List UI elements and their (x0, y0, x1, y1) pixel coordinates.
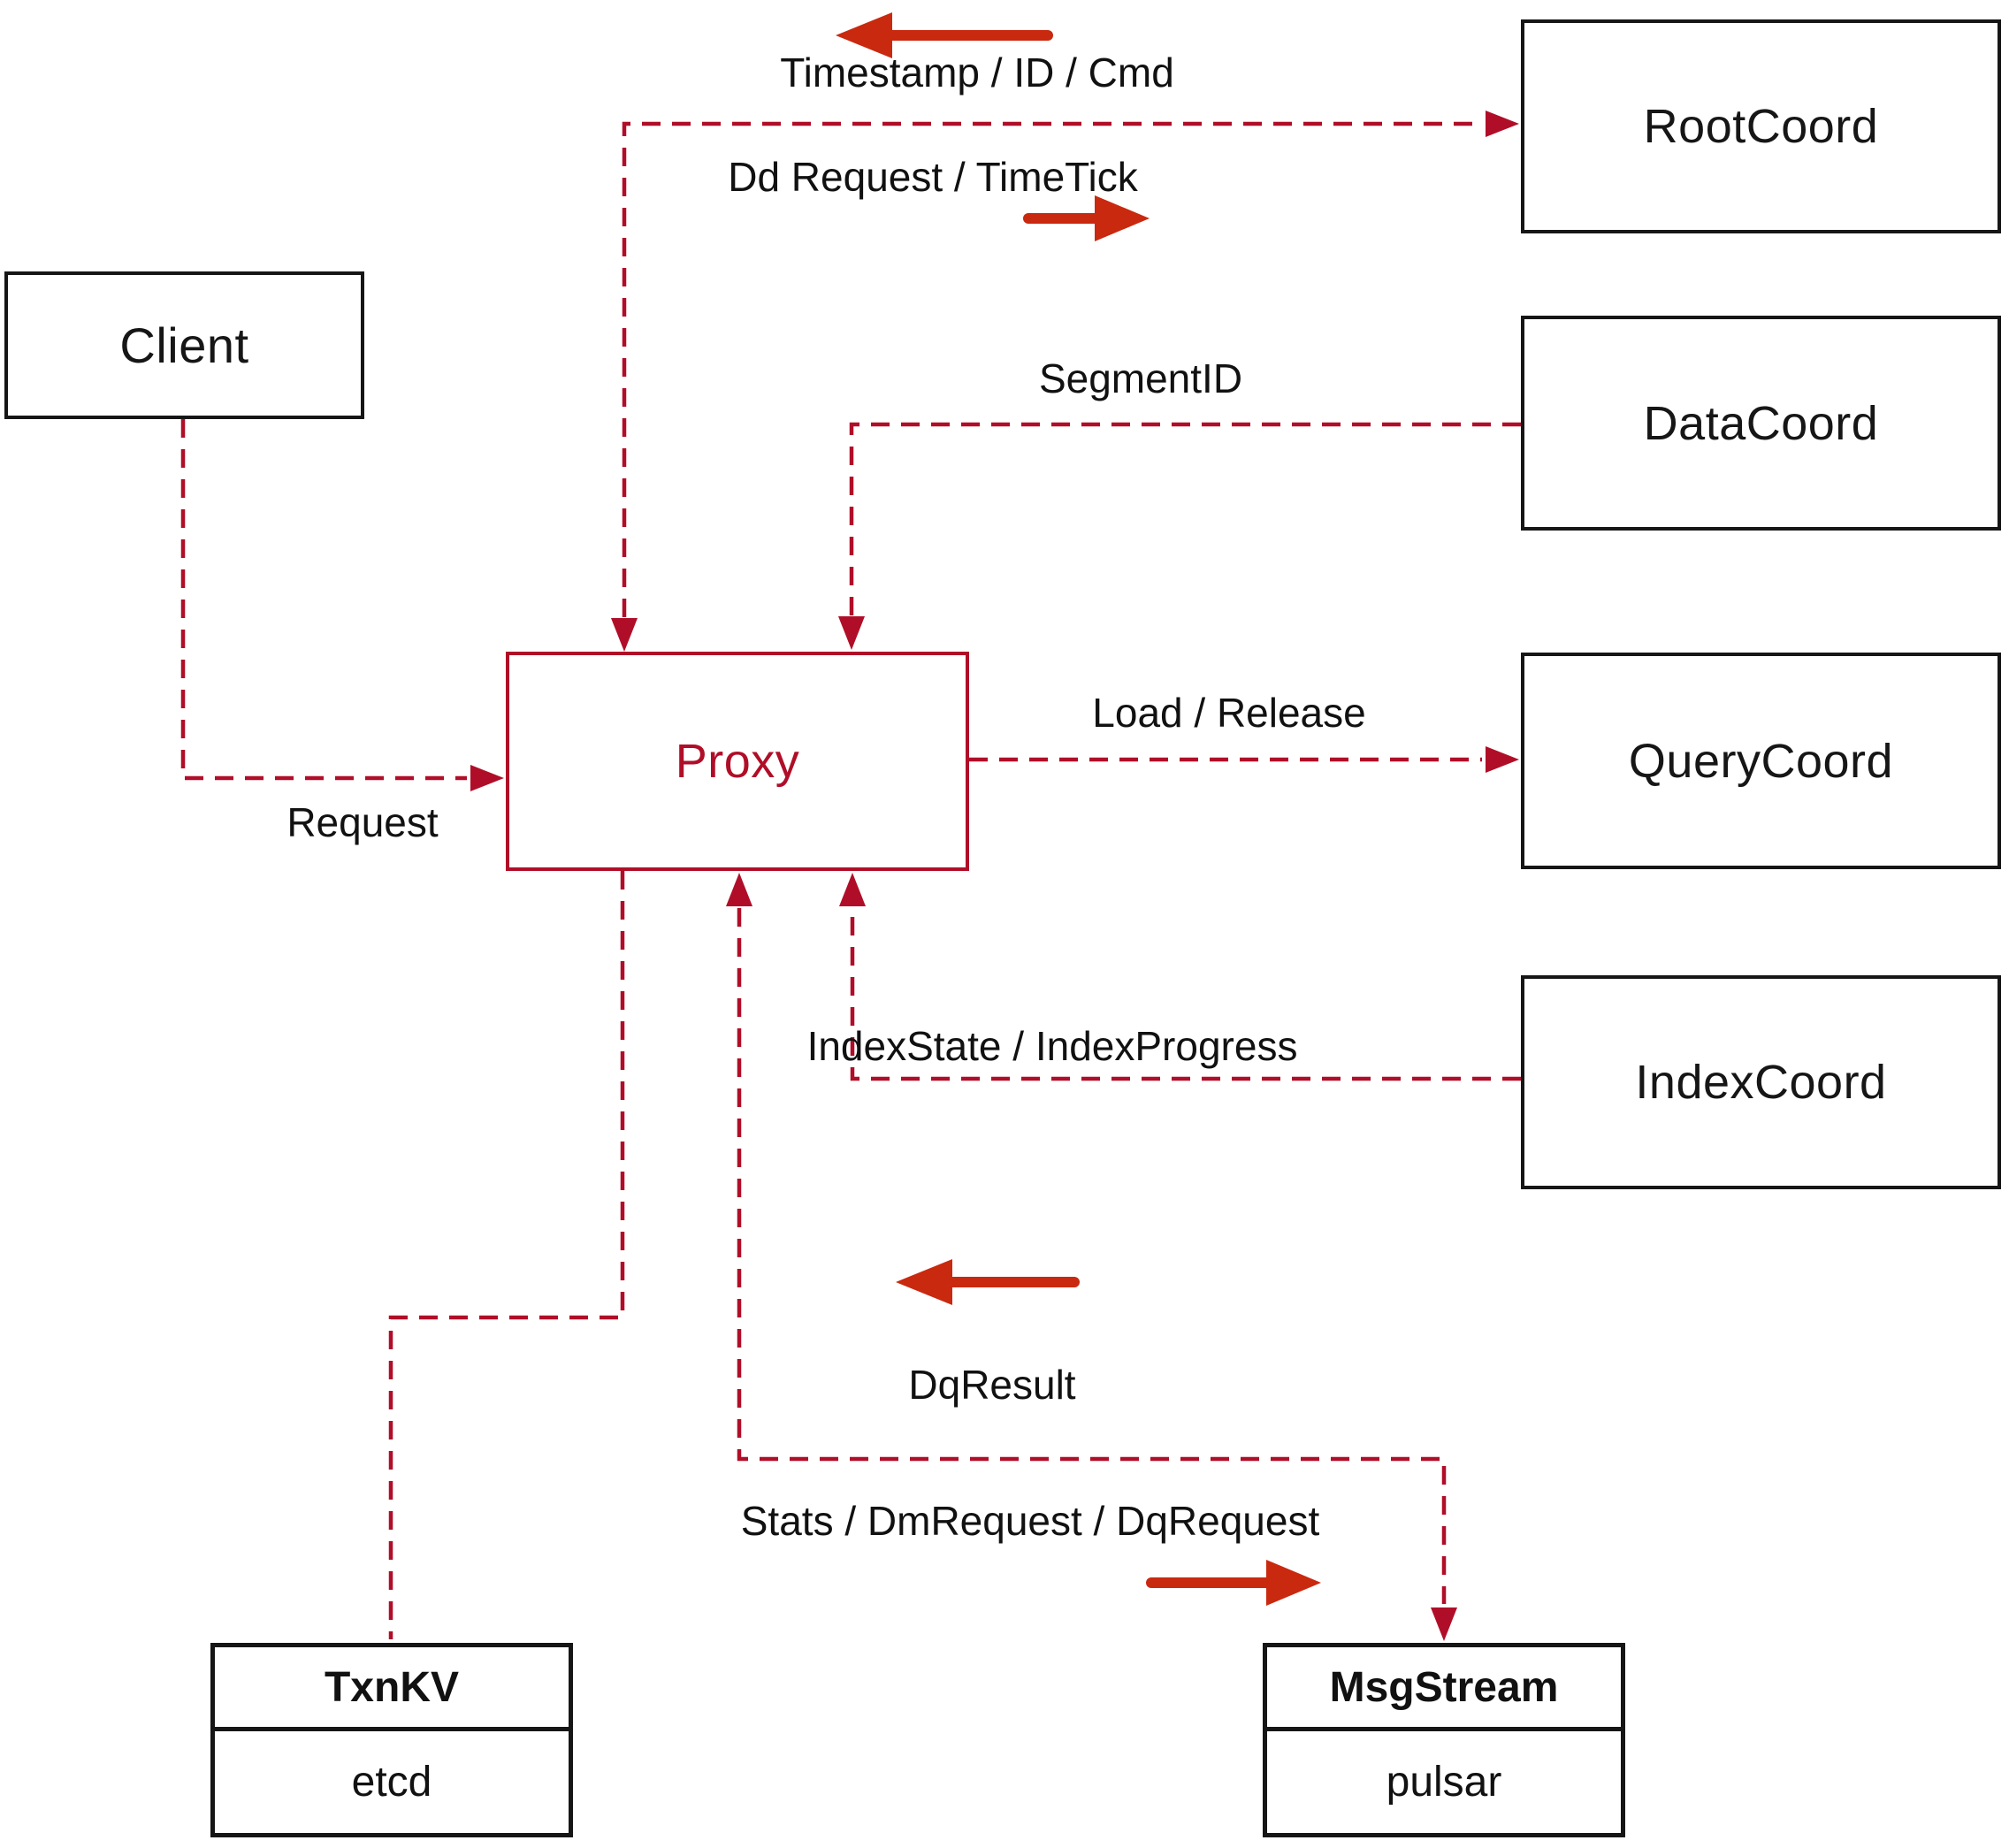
node-client: Client (4, 271, 364, 419)
direction-arrowhead-timestamp (836, 12, 892, 58)
edge-label-dd-request: Dd Request / TimeTick (728, 154, 1138, 200)
edge-datacoord-proxy (849, 422, 1521, 615)
arrowhead-into-proxy-top-left (611, 618, 638, 652)
arrowhead-into-msgstream (1431, 1607, 1457, 1641)
edge-label-index-state: IndexState / IndexProgress (806, 1023, 1298, 1069)
edge-label-request: Request (286, 799, 439, 845)
arrowhead-into-proxy-bottom-right (839, 873, 866, 906)
direction-arrowhead-stats (1266, 1560, 1321, 1606)
node-querycoord: QueryCoord (1521, 653, 2001, 869)
arrowhead-into-proxy-bottom-mid (726, 873, 752, 906)
node-querycoord-label: QueryCoord (1628, 734, 1894, 788)
table-txnkv-header: TxnKV (215, 1647, 569, 1731)
node-rootcoord: RootCoord (1521, 19, 2001, 233)
direction-arrowhead-ddrequest (1095, 195, 1150, 241)
table-txnkv-impl: etcd (351, 1759, 432, 1806)
edge-label-timestamp: Timestamp / ID / Cmd (780, 50, 1174, 95)
node-datacoord-label: DataCoord (1643, 396, 1879, 450)
node-proxy: Proxy (506, 652, 969, 871)
node-indexcoord-label: IndexCoord (1635, 1056, 1887, 1109)
edge-label-stats: Stats / DmRequest / DqRequest (740, 1498, 1320, 1544)
node-datacoord: DataCoord (1521, 316, 2001, 531)
edge-proxy-msgstream (737, 908, 1447, 1604)
arrowhead-into-querycoord (1486, 746, 1519, 773)
table-msgstream-header: MsgStream (1267, 1647, 1621, 1731)
node-rootcoord-label: RootCoord (1643, 100, 1879, 153)
edge-client-proxy (180, 419, 467, 781)
table-txnkv: TxnKV etcd (210, 1643, 573, 1837)
arrowhead-into-proxy-top-right (838, 616, 865, 650)
edge-proxy-rootcoord (622, 121, 1482, 617)
edge-label-segment-id: SegmentID (1038, 355, 1243, 401)
edge-proxy-txnkv (388, 871, 625, 1639)
node-proxy-label: Proxy (675, 735, 800, 788)
edge-label-load-release: Load / Release (1092, 690, 1366, 736)
node-indexcoord: IndexCoord (1521, 975, 2001, 1189)
edge-indexcoord-proxy (850, 908, 1521, 1081)
edge-label-dq-result: DqResult (908, 1362, 1076, 1408)
direction-arrowhead-dqresult (896, 1259, 952, 1305)
arrowhead-into-proxy-left (470, 765, 504, 791)
arrowhead-into-rootcoord (1486, 111, 1519, 137)
table-msgstream: MsgStream pulsar (1263, 1643, 1625, 1837)
node-client-label: Client (119, 317, 249, 373)
table-msgstream-impl: pulsar (1386, 1759, 1502, 1806)
